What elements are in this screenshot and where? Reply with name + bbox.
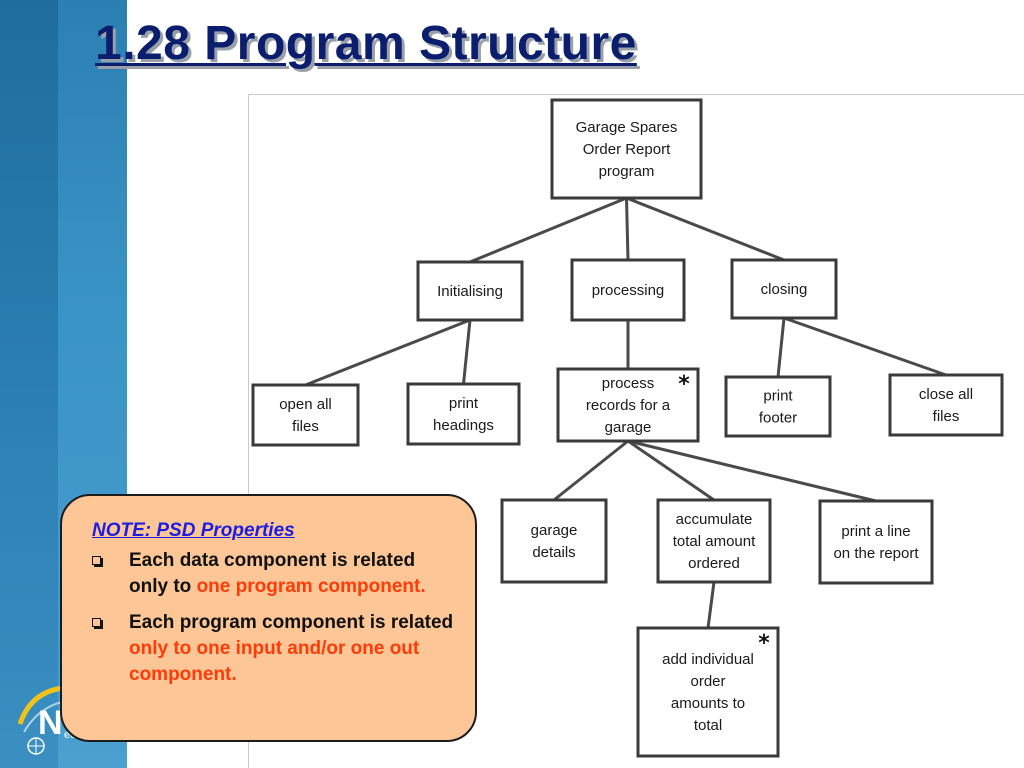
node-box (818, 499, 934, 585)
node-box (556, 367, 700, 443)
node-label-line: add individual (662, 651, 754, 668)
connector-line (783, 316, 947, 377)
bullet-square-icon (92, 556, 101, 565)
node-label-line: ordered (688, 555, 740, 572)
node-box (500, 498, 608, 584)
node-label-line: garage (531, 522, 578, 539)
node-init: Initialising (416, 260, 524, 322)
node-label-line: process (602, 375, 655, 392)
node-label-line: closing (761, 281, 808, 298)
node-label-line: accumulate (676, 511, 753, 528)
logo-main-text: N (38, 704, 63, 742)
node-phead: print headings (406, 382, 521, 446)
note-item: Each program component is related only t… (92, 610, 457, 688)
node-label-line: files (292, 418, 319, 435)
node-label-line: close all (919, 386, 973, 403)
node-label-line: total amount (673, 533, 756, 550)
node-pfoot: print footer (724, 375, 832, 438)
node-box (416, 260, 524, 322)
note-list: Each data component is related only to o… (92, 548, 457, 688)
node-label-line: on the report (833, 545, 919, 562)
node-label-line: print (449, 395, 479, 412)
node-open: open all files (251, 383, 360, 447)
note-item-highlight: only to one input and/or one out compone… (129, 638, 420, 685)
note-item-highlight: one program component. (196, 576, 426, 597)
note-item-text: Each data component is related only to (129, 550, 416, 597)
node-label-line: garage (605, 419, 652, 436)
node-box (406, 382, 521, 446)
node-accum: accumulate total amount ordered (656, 498, 772, 584)
connector-line (706, 581, 716, 629)
connector-line (627, 439, 877, 503)
node-add: add individual order amounts to total * (636, 626, 780, 758)
node-label-line: print (763, 388, 793, 405)
note-box: NOTE: PSD Properties Each data component… (60, 494, 477, 742)
connector-line (553, 439, 629, 502)
node-label-line: Garage Spares (576, 119, 678, 136)
node-label-line: processing (592, 282, 665, 299)
node-label-line: Initialising (437, 283, 503, 300)
node-box (656, 498, 772, 584)
node-label-line: open all (279, 396, 332, 413)
node-pline: print a line on the report (818, 499, 934, 585)
node-precs: process records for a garage * (556, 367, 700, 443)
node-label-line: headings (433, 417, 494, 434)
node-label-line: print a line (841, 523, 910, 540)
node-label-line: details (532, 544, 575, 561)
note-item: Each data component is related only to o… (92, 548, 457, 600)
iteration-star-icon: * (758, 631, 770, 656)
node-label-line: amounts to (671, 695, 745, 712)
node-label-line: program (599, 163, 655, 180)
connector-line (304, 318, 471, 387)
bullet-square-icon (92, 618, 101, 627)
node-gdet: garage details (500, 498, 608, 584)
node-label-line: Order Report (583, 141, 671, 158)
connector-line (625, 197, 630, 261)
note-item-text: Each program component is related (129, 612, 454, 633)
node-close: closing (730, 258, 838, 320)
node-label-line: footer (759, 410, 797, 427)
connector-line (776, 317, 786, 378)
connector-line (469, 196, 628, 264)
connector-line (627, 439, 715, 502)
slide-title: 1.28 Program Structure (95, 17, 637, 70)
node-box (251, 383, 360, 447)
connector-line (462, 319, 472, 385)
sidebar-band-dark (0, 0, 58, 768)
node-box (724, 375, 832, 438)
connector-line (625, 196, 785, 262)
node-label-line: files (933, 408, 960, 425)
node-box (570, 258, 686, 322)
node-label-line: records for a (586, 397, 671, 414)
node-label-line: order (690, 673, 725, 690)
node-box (888, 373, 1004, 437)
node-cfiles: close all files (888, 373, 1004, 437)
node-proc: processing (570, 258, 686, 322)
node-label-line: total (694, 717, 722, 734)
note-title: NOTE: PSD Properties (92, 520, 295, 541)
node-box (550, 98, 703, 200)
node-box (636, 626, 780, 758)
iteration-star-icon: * (678, 372, 690, 397)
node-box (730, 258, 838, 320)
